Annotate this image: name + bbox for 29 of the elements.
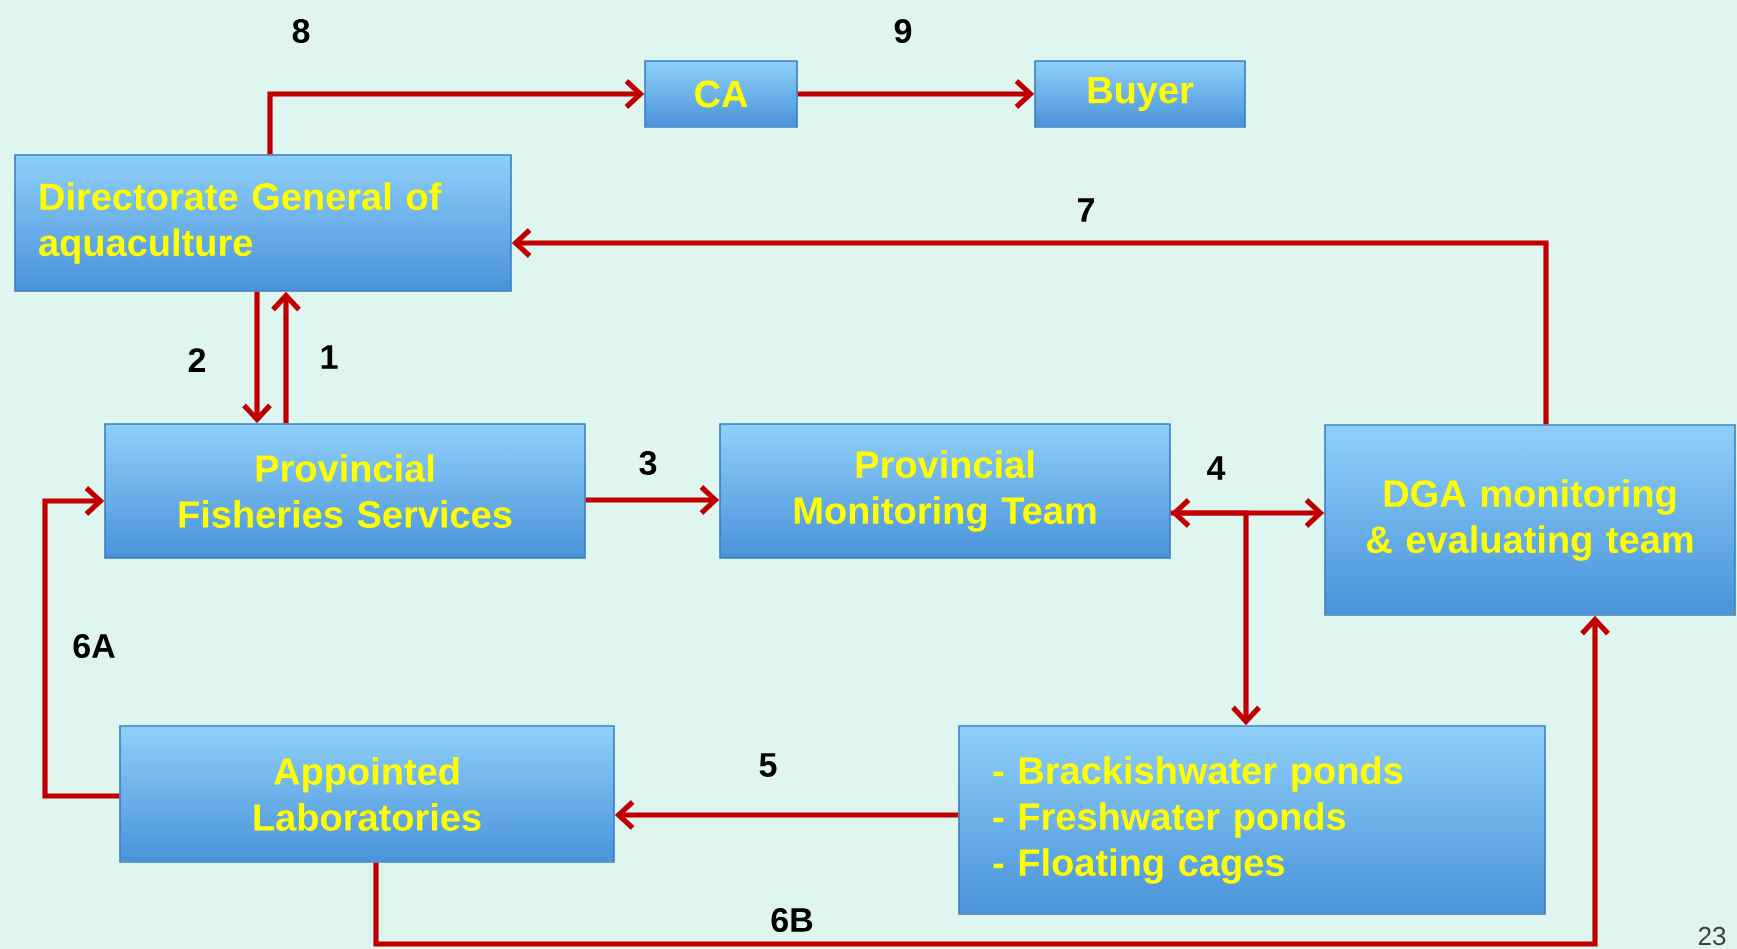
- edge-label: 6B: [771, 907, 813, 933]
- edge-label: 8: [292, 18, 310, 44]
- process-box: Provincial Fisheries Services: [104, 423, 586, 559]
- arrow: [1170, 510, 1261, 726]
- page-number: 23: [1698, 926, 1726, 946]
- process-box: Directorate General of aquaculture: [14, 154, 512, 292]
- process-box: DGA monitoring & evaluating team: [1324, 424, 1736, 616]
- edge-label: 5: [759, 753, 777, 777]
- edge-label: 9: [894, 18, 912, 44]
- edge-label: 7: [1078, 198, 1094, 222]
- arrow: [614, 800, 959, 830]
- edge-label: 6A: [73, 633, 115, 659]
- process-box: Provincial Monitoring Team: [719, 423, 1171, 559]
- arrow: [373, 615, 1610, 947]
- arrow: [42, 486, 120, 799]
- edge-label: 2: [188, 348, 206, 372]
- process-box: Buyer: [1034, 60, 1246, 128]
- arrow: [271, 291, 301, 424]
- edge-label: 4: [1207, 456, 1226, 480]
- process-box: - Brackishwater ponds - Freshwater ponds - Floating cages: [958, 725, 1546, 915]
- arrow: [511, 228, 1549, 425]
- process-box: Appointed Laboratories: [119, 725, 615, 863]
- edge-label: 3: [639, 450, 657, 476]
- arrow: [585, 485, 720, 515]
- arrow: [797, 79, 1035, 109]
- arrow: [242, 291, 272, 424]
- arrow: [267, 79, 645, 155]
- process-box: CA: [644, 60, 798, 128]
- edge-label: 1: [321, 345, 338, 369]
